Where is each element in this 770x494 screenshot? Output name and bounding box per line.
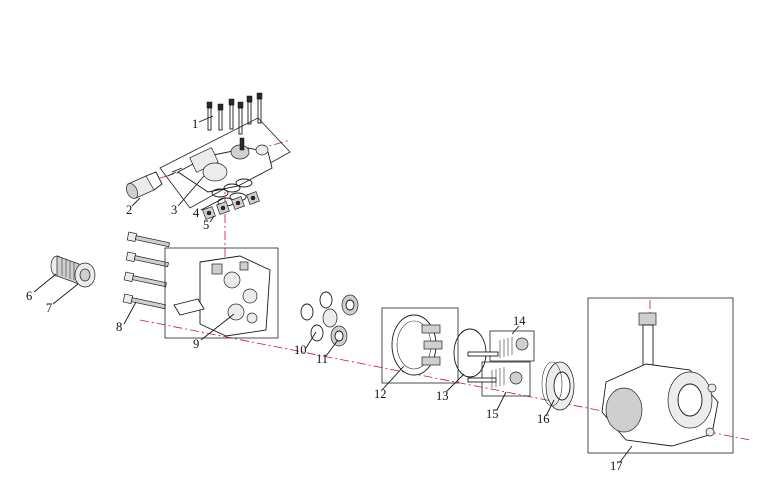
part-14-plunger-assembly — [467, 330, 535, 362]
leader-lines — [33, 115, 633, 463]
callout-9: 9 — [193, 337, 199, 351]
callout-12: 12 — [374, 387, 387, 401]
part-10-seals — [300, 291, 338, 342]
part-17-crankcase — [587, 297, 734, 454]
part-11-seal-retainers — [330, 294, 359, 347]
callout-3: 3 — [171, 203, 177, 217]
part-9-manifold — [164, 247, 279, 339]
callout-5: 5 — [203, 218, 209, 232]
callout-4: 4 — [193, 206, 200, 220]
callout-1: 1 — [192, 117, 198, 131]
part-16-bearing — [541, 361, 575, 411]
part-3-unloader-assembly — [159, 117, 291, 209]
callout-7: 7 — [46, 301, 52, 315]
part-8-long-bolts — [122, 231, 170, 310]
callout-8: 8 — [116, 320, 122, 334]
callout-2: 2 — [126, 203, 132, 217]
callout-labels: 1 2 3 4 5 6 7 8 9 10 11 12 13 14 15 16 1… — [26, 117, 623, 473]
part-6-7-inlet-fitting — [50, 255, 96, 288]
callout-10: 10 — [294, 343, 307, 357]
callout-11: 11 — [316, 352, 328, 366]
callout-17: 17 — [610, 459, 623, 473]
part-12-seal-housing — [381, 307, 459, 384]
callout-16: 16 — [537, 412, 550, 426]
callout-14: 14 — [513, 314, 526, 328]
part-15-plunger-assembly — [467, 361, 531, 397]
part-5-check-valves — [202, 191, 260, 220]
part-1-bolts — [206, 92, 263, 135]
callout-13: 13 — [436, 389, 449, 403]
callout-15: 15 — [486, 407, 499, 421]
part-2-fitting — [125, 171, 163, 199]
callout-6: 6 — [26, 289, 32, 303]
